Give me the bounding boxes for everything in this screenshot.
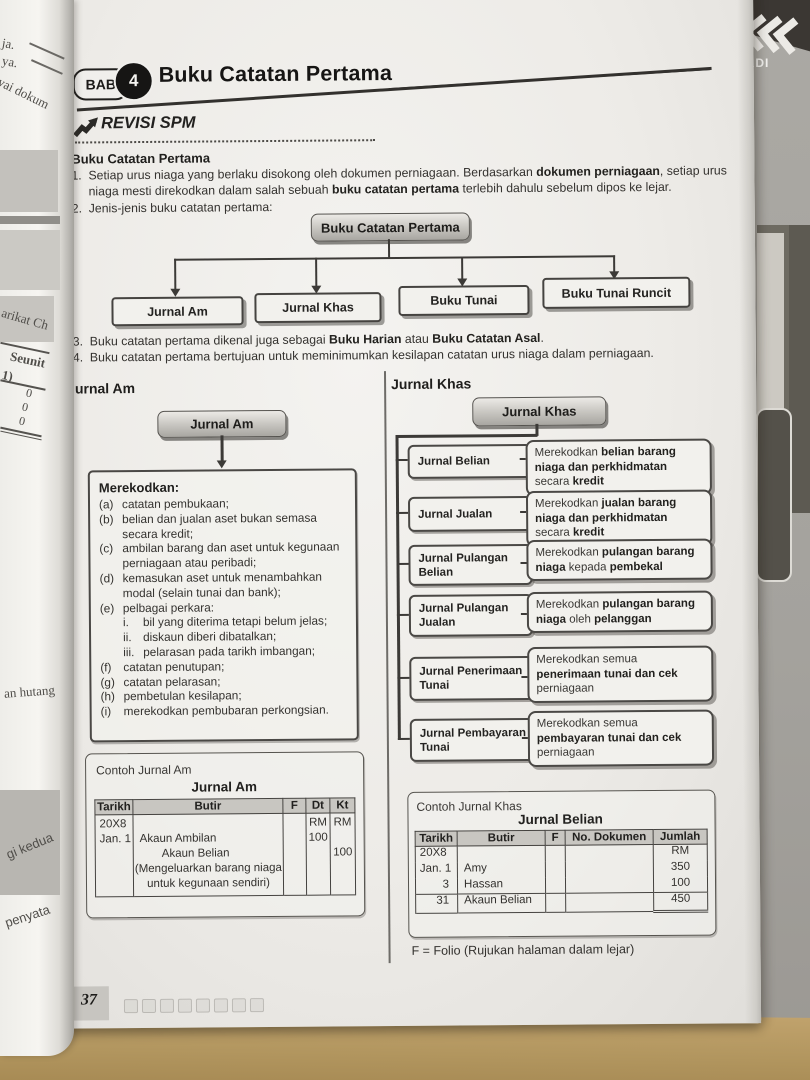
folio-cell — [282, 813, 307, 896]
khas-tick — [396, 562, 409, 566]
cover-shape-outline — [756, 408, 792, 582]
flowchart-drop-3 — [461, 256, 464, 280]
jurnal-am-table-title: Jurnal Am — [191, 779, 258, 795]
jurnal-am-node: Jurnal Am — [157, 409, 287, 438]
previous-page-curl: ja. ya. yai dokum arikat Ch Seunit 1) 0 … — [0, 0, 74, 1056]
khas-desc-jurnal-penerimaan-tunai: Merekodkan semua penerimaan tunai dan ce… — [527, 645, 714, 703]
merekodkan-box: Merekodkan: (a)catatan pembukaan; (b)bel… — [87, 468, 359, 743]
item-text: Jenis-jenis buku catatan pertama: — [88, 199, 273, 216]
flowchart-drop-1 — [174, 258, 177, 290]
curl-line — [31, 59, 63, 75]
col-header: Butir — [457, 830, 546, 847]
curl-grey-band — [0, 230, 60, 290]
khas-name-jurnal-pulangan-jualan: Jurnal Pulangan Jualan — [408, 593, 534, 637]
khas-tick — [396, 613, 409, 617]
margin-fragment: ja. — [0, 35, 16, 52]
curl-table-line — [0, 379, 46, 391]
col-header: No. Dokumen — [565, 829, 654, 846]
khas-desc-jurnal-belian: Merekodkan belian barang niaga dan perkh… — [525, 438, 712, 496]
margin-fragment: penyata — [3, 901, 52, 931]
curl-grey-band — [0, 790, 60, 895]
bab-number: 4 — [128, 71, 139, 91]
contoh-jurnal-am-caption: Contoh Jurnal Am — [96, 762, 192, 778]
margin-fragment: ya. — [0, 52, 19, 71]
curl-grey-band — [0, 150, 58, 212]
flowchart-drop-4 — [613, 255, 616, 273]
khas-name-jurnal-pulangan-belian: Jurnal Pulangan Belian — [408, 543, 533, 586]
khas-desc-jurnal-pulangan-belian: Merekodkan pulangan barang niaga kepada … — [526, 538, 713, 582]
khas-tick — [397, 737, 410, 741]
col-header: Dt — [305, 798, 330, 814]
jurnal-am-heading: Jurnal Am — [67, 380, 136, 397]
khas-desc-jurnal-pulangan-jualan: Merekodkan pulangan barang niaga oleh pe… — [526, 590, 714, 634]
col-header: Kt — [329, 797, 355, 814]
page-number: 37 — [80, 991, 97, 1009]
flowchart-stem — [387, 239, 391, 259]
bab-label: BAB — [85, 76, 116, 93]
col-header: Tarikh — [415, 831, 458, 847]
col-header: F — [282, 798, 306, 814]
khas-name-jurnal-penerimaan-tunai: Jurnal Penerimaan Tunai — [409, 655, 534, 701]
flowchart-child-jurnal-am: Jurnal Am — [111, 296, 244, 327]
arrow-down-icon — [170, 288, 181, 297]
curl-grey-band — [0, 296, 54, 342]
folio-footnote: F = Folio (Rujukan halaman dalam lejar) — [411, 942, 635, 958]
flowchart-root-node: Buku Catatan Pertama — [310, 212, 470, 242]
margin-fragment: 0 — [17, 413, 27, 429]
item-number: 2. — [71, 201, 83, 216]
jurnal-belian-table-title: Jurnal Belian — [518, 811, 603, 828]
khas-tick — [396, 511, 409, 515]
flowchart-child-buku-tunai: Buku Tunai — [398, 284, 530, 317]
khas-tick — [397, 676, 410, 680]
khas-tick — [395, 458, 408, 462]
merekodkan-item-e-iii: iii.pelarasan pada tarikh imbangan; — [123, 643, 316, 660]
merekodkan-item-d: (d)kemasukan aset untuk menambahkan moda… — [99, 569, 323, 600]
jurnal-am-arrow-line — [220, 435, 224, 462]
intro-heading: Buku Catatan Pertama — [71, 150, 211, 167]
col-header: Butir — [132, 798, 283, 815]
item-text: Setiap urus niaga yang berlaku disokong … — [88, 163, 727, 198]
merekodkan-item-e-i: i.bil yang diterima tetapi belum jelas; — [122, 613, 328, 630]
item-number: 4. — [72, 350, 84, 365]
khas-name-jurnal-jualan: Jurnal Jualan — [407, 495, 533, 532]
chapter-title: Buku Catatan Pertama — [158, 61, 393, 87]
khas-name-jurnal-pembayaran-tunai: Jurnal Pembayaran Tunai — [409, 717, 535, 762]
merekodkan-item-i: (i)merekodkan pembubaran perkongsian. — [100, 702, 329, 719]
merekodkan-item-b: (b)belian dan jualan aset bukan semasa s… — [99, 510, 317, 541]
revisi-spm-icon — [73, 117, 98, 138]
khas-desc-jurnal-pembayaran-tunai: Merekodkan semua pembayaran tunai dan ce… — [527, 709, 715, 767]
jurnal-belian-table: Tarikh Butir F No. Dokumen Jumlah 20X8 R… — [414, 828, 709, 915]
margin-fragment: yai dokum — [0, 74, 52, 112]
col-header: Tarikh — [94, 799, 133, 815]
merekodkan-item-c: (c)ambilan barang dan aset untuk kegunaa… — [99, 539, 340, 571]
curl-grey-band — [0, 216, 60, 224]
merekodkan-title: Merekodkan: — [98, 479, 180, 496]
flowchart-drop-2 — [315, 257, 318, 287]
flowchart-child-buku-tunai-runcit: Buku Tunai Runcit — [542, 276, 691, 309]
flowchart-child-jurnal-khas: Jurnal Khas — [254, 292, 382, 324]
arrow-down-icon — [216, 460, 227, 469]
margin-fragment: an hutang — [3, 682, 56, 701]
revisi-spm-label: REVISI SPM — [100, 113, 196, 133]
jurnal-khas-heading: Jurnal Khas — [391, 375, 472, 393]
col-header: Jumlah — [653, 829, 708, 845]
curl-line — [29, 42, 65, 60]
bab-number-circle: 4 — [113, 60, 154, 102]
cover-shape-light — [757, 233, 784, 431]
intro-item-1: 1. Setiap urus niaga yang berlaku disoko… — [71, 163, 733, 199]
cover-shape-bar — [789, 225, 810, 513]
item-number: 3. — [72, 334, 84, 349]
jurnal-khas-node: Jurnal Khas — [472, 396, 607, 427]
khas-name-jurnal-belian: Jurnal Belian — [407, 443, 532, 479]
col-header: F — [545, 830, 566, 846]
